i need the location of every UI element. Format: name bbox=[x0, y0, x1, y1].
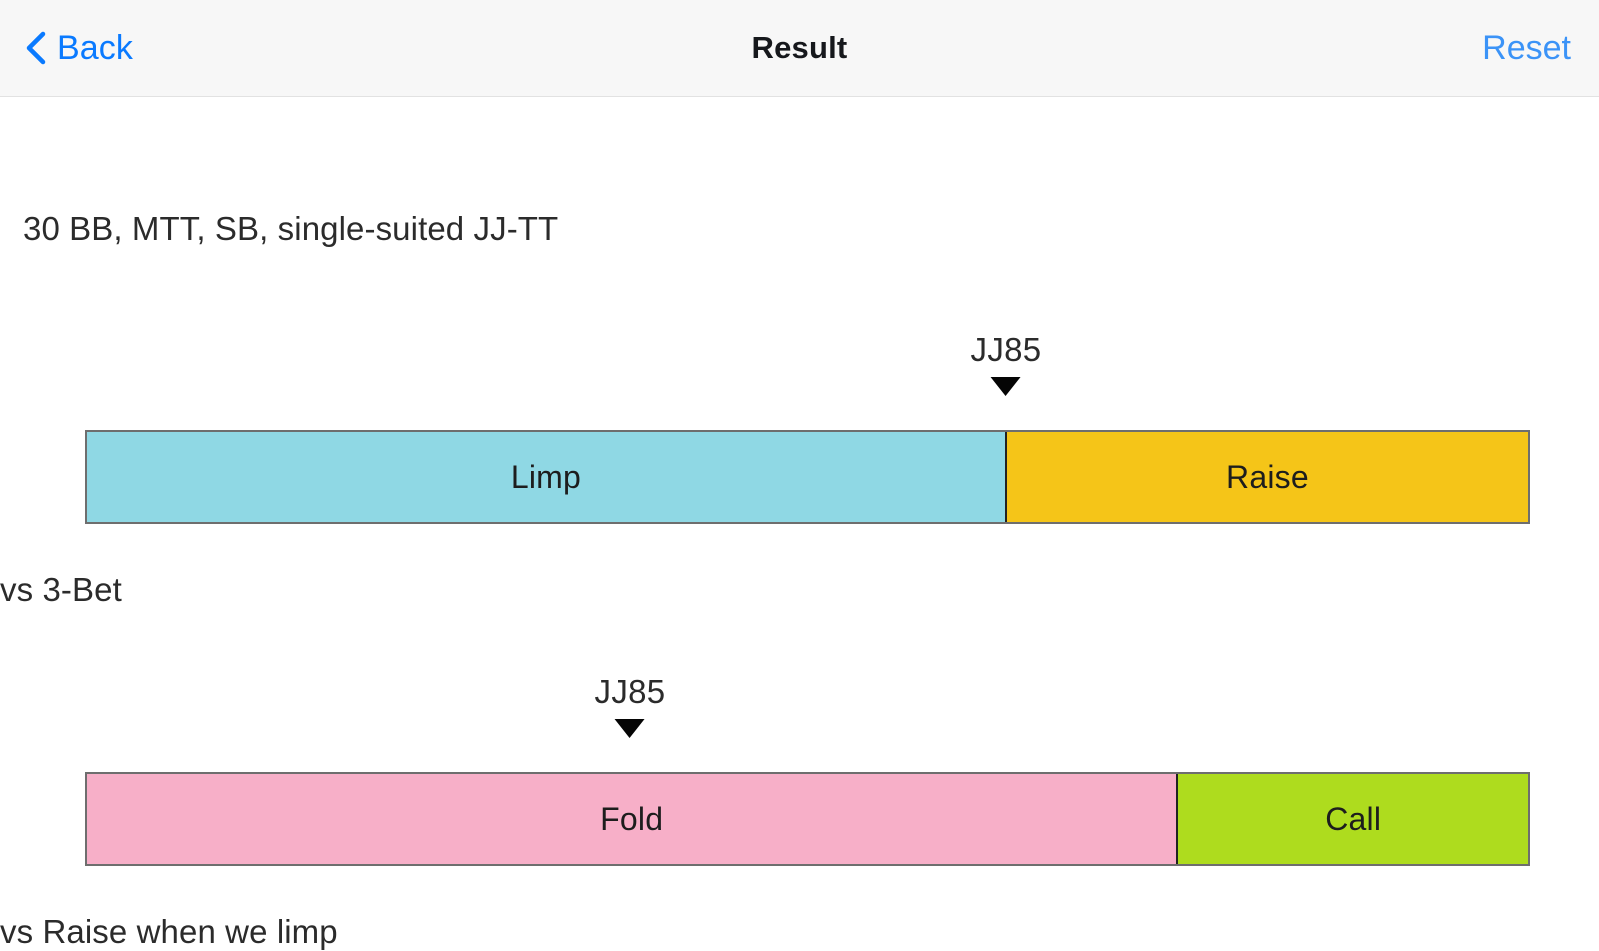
bar-segment-label: Raise bbox=[1226, 458, 1309, 495]
bar-segment-call[interactable]: Call bbox=[1176, 774, 1528, 864]
chevron-left-icon bbox=[26, 31, 46, 65]
scenario-subtitle: 30 BB, MTT, SB, single-suited JJ-TT bbox=[23, 210, 559, 247]
hand-marker-label: JJ85 bbox=[970, 331, 1042, 368]
bar-segment-fold[interactable]: Fold bbox=[87, 774, 1177, 864]
page-title: Result bbox=[751, 30, 848, 65]
reset-button[interactable]: Reset bbox=[1482, 28, 1571, 67]
result-content: 30 BB, MTT, SB, single-suited JJ-TT JJ85… bbox=[0, 97, 1599, 950]
strategy-bar[interactable]: Fold Call bbox=[85, 772, 1530, 866]
down-triangle-marker-icon bbox=[615, 719, 645, 738]
back-button[interactable]: Back bbox=[26, 0, 133, 96]
down-triangle-marker-icon bbox=[991, 377, 1021, 396]
chart-caption: vs 3-Bet bbox=[0, 571, 122, 608]
hand-marker: JJ85 bbox=[595, 675, 666, 738]
strategy-bar[interactable]: Limp Raise bbox=[85, 430, 1530, 524]
hand-marker-label: JJ85 bbox=[594, 673, 666, 710]
bar-segment-limp[interactable]: Limp bbox=[87, 432, 1005, 522]
bar-segment-label: Limp bbox=[510, 458, 582, 495]
bar-segment-label: Call bbox=[1325, 800, 1382, 837]
back-button-label: Back bbox=[57, 28, 133, 67]
bar-segment-label: Fold bbox=[600, 800, 664, 837]
chart-caption: vs Raise when we limp bbox=[0, 913, 338, 950]
hand-marker: JJ85 bbox=[971, 333, 1042, 396]
bar-segment-raise[interactable]: Raise bbox=[1004, 432, 1528, 522]
navigation-bar: Back Result Reset bbox=[0, 0, 1599, 97]
